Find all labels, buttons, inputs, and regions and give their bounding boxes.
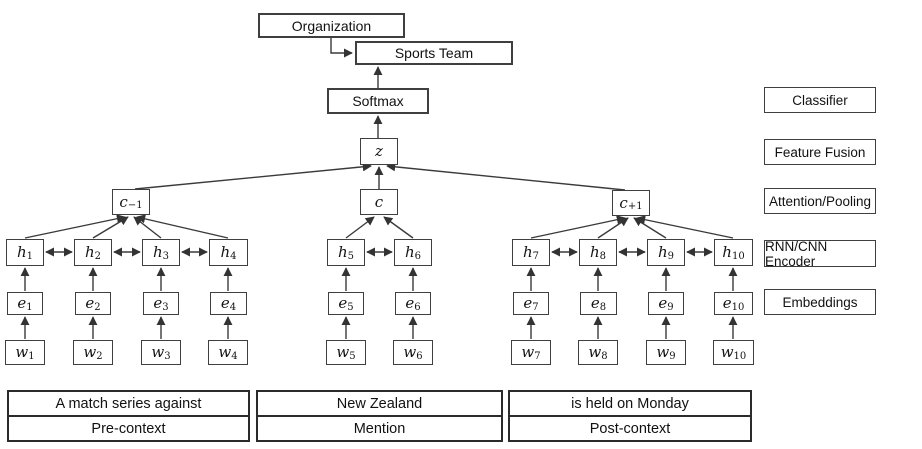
layer-label-rnn-cnn-encoder: RNN/CNN Encoder: [764, 239, 876, 269]
organization-box: Organization: [258, 13, 405, 38]
node-c-next: c+1: [612, 190, 650, 216]
softmax-box: Softmax: [327, 88, 429, 114]
node-z: z: [360, 138, 398, 165]
node-c: c: [360, 189, 398, 215]
pre-context-text: A match series against: [7, 390, 250, 417]
layer-label-classifier: Classifier: [764, 87, 876, 113]
sports-team-box: Sports Team: [355, 41, 513, 65]
layer-label-feature-fusion: Feature Fusion: [764, 139, 876, 165]
mention-label: Mention: [256, 415, 503, 442]
organization-label: Organization: [291, 17, 372, 34]
pre-context-label: Pre-context: [7, 415, 250, 442]
sports-team-label: Sports Team: [394, 45, 474, 61]
node-c-prev: c−1: [112, 189, 150, 215]
post-context-label: Post-context: [508, 415, 752, 442]
post-context-text: is held on Monday: [508, 390, 752, 417]
mention-text: New Zealand: [256, 390, 503, 417]
softmax-label: Softmax: [352, 93, 404, 109]
layer-label-attention-pooling: Attention/Pooling: [764, 188, 876, 214]
layer-label-embeddings: Embeddings: [764, 289, 876, 315]
